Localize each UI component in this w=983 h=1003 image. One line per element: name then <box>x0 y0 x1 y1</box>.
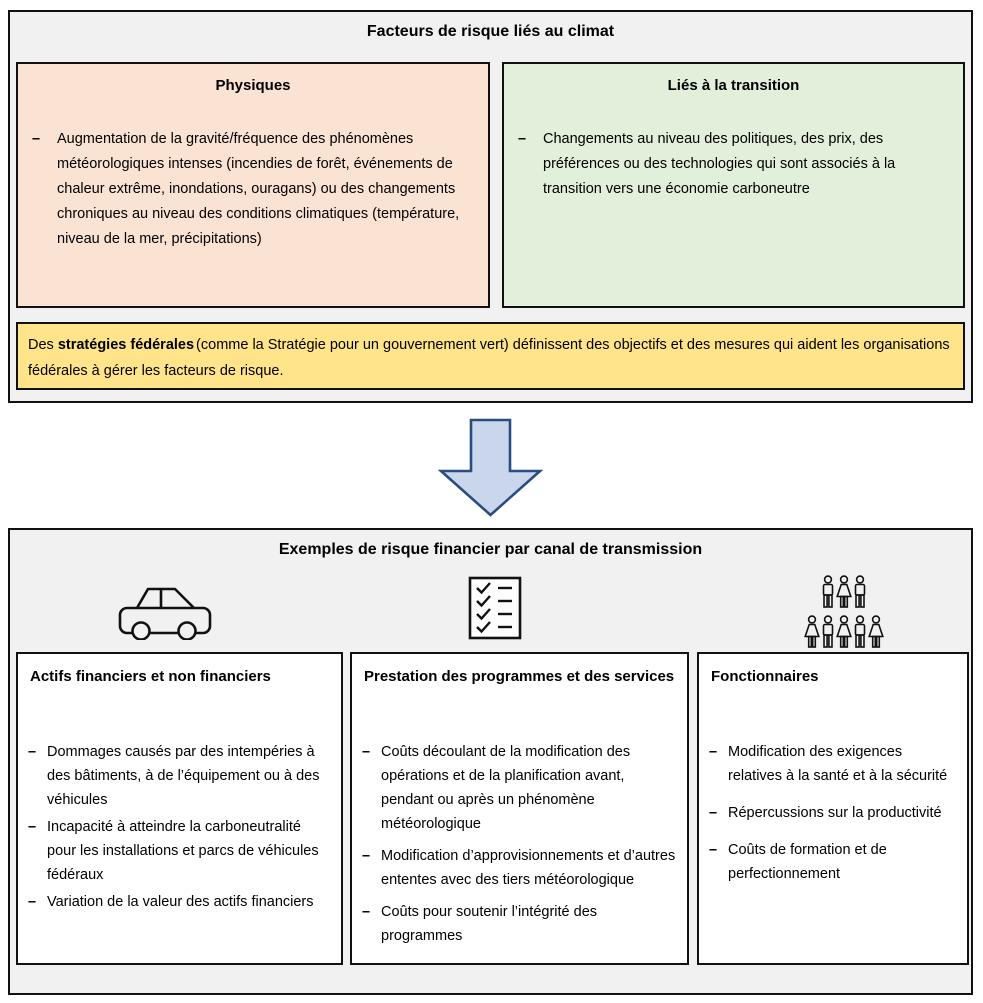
bullet-dash: – <box>518 131 527 147</box>
bullet-dash: – <box>32 131 41 147</box>
programs-column-box: Prestation des programmes et des service… <box>350 652 689 965</box>
bullet-dash: – <box>362 848 371 864</box>
assets-column-list: – Dommages causés par des intempéries à … <box>27 740 331 914</box>
top-panel-title: Facteurs de risque liés au climat <box>366 23 615 40</box>
list-item: – Augmentation de la gravité/fréquence d… <box>32 127 476 252</box>
list-item: – Incapacité à atteindre la carboneutral… <box>27 815 331 887</box>
public-servants-column-list: – Modification des exigences relatives à… <box>708 740 957 886</box>
transition-risks-box: Liés à la transition – Changements au ni… <box>502 62 965 308</box>
bullet-text: Coûts pour soutenir l’intégrité des prog… <box>381 904 598 944</box>
list-item: – Modification d’approvisionnements et d… <box>361 844 677 892</box>
physical-risks-title: Physiques <box>215 77 291 94</box>
assets-column-title: Actifs financiers et non financiers <box>30 668 271 685</box>
programs-column-title: Prestation des programmes et des service… <box>364 668 675 685</box>
strategy-note-prefix: Des <box>28 337 58 353</box>
list-item: – Coûts de formation et de perfectionnem… <box>708 838 957 886</box>
list-item: – Répercussions sur la productivité <box>708 801 957 825</box>
bullet-text: Modification des exigences relatives à l… <box>728 744 948 784</box>
bullet-text: Dommages causés par des intempéries à de… <box>47 744 320 808</box>
bullet-dash: – <box>709 842 718 858</box>
bullet-text: Variation de la valeur des actifs financ… <box>47 894 314 910</box>
bullet-dash: – <box>362 904 371 920</box>
bullet-dash: – <box>709 744 718 760</box>
bullet-text: Répercussions sur la productivité <box>728 805 942 821</box>
checklist-icon <box>468 576 522 640</box>
list-item: – Variation de la valeur des actifs fina… <box>27 890 331 914</box>
list-item: – Changements au niveau des politiques, … <box>518 127 951 202</box>
climate-risk-factors-panel: Facteurs de risque liés au climat Physiq… <box>8 10 973 403</box>
bottom-panel-title: Exemples de risque financier par canal d… <box>278 541 703 558</box>
bullet-text: Coûts découlant de la modification des o… <box>381 744 631 832</box>
strategy-note-bold: stratégies fédérales <box>57 337 195 353</box>
bullet-text: Changements au niveau des politiques, de… <box>543 131 896 197</box>
bullet-dash: – <box>28 819 37 835</box>
assets-column-box: Actifs financiers et non financiers – Do… <box>16 652 343 965</box>
financial-risk-examples-panel: Exemples de risque financier par canal d… <box>8 528 973 995</box>
bullet-text: Augmentation de la gravité/fréquence des… <box>57 131 460 247</box>
bullet-dash: – <box>28 744 37 760</box>
transition-risks-list: – Changements au niveau des politiques, … <box>504 127 963 202</box>
physical-risks-box: Physiques – Augmentation de la gravité/f… <box>16 62 490 308</box>
strategy-note-suffix: (comme la Stratégie pour un gouvernement… <box>28 337 950 379</box>
people-icon <box>802 574 886 650</box>
transition-risks-title: Liés à la transition <box>667 77 800 94</box>
down-arrow-icon <box>438 418 543 518</box>
federal-strategies-note: Des stratégies fédérales(comme la Straté… <box>16 322 965 390</box>
bullet-dash: – <box>362 744 371 760</box>
list-item: – Coûts découlant de la modification des… <box>361 740 677 836</box>
bullet-text: Coûts de formation et de perfectionnemen… <box>728 842 887 882</box>
list-item: – Modification des exigences relatives à… <box>708 740 957 788</box>
programs-column-list: – Coûts découlant de la modification des… <box>361 740 677 948</box>
bullet-dash: – <box>28 894 37 910</box>
bullet-text: Modification d’approvisionnements et d’a… <box>381 848 676 888</box>
bullet-dash: – <box>709 805 718 821</box>
public-servants-column-box: Fonctionnaires – Modification des exigen… <box>697 652 969 965</box>
public-servants-column-title: Fonctionnaires <box>711 668 819 685</box>
physical-risks-list: – Augmentation de la gravité/fréquence d… <box>18 127 488 252</box>
bullet-text: Incapacité à atteindre la carboneutralit… <box>47 819 319 883</box>
down-arrow-shape <box>438 418 543 517</box>
list-item: – Coûts pour soutenir l’intégrité des pr… <box>361 900 677 948</box>
car-icon <box>118 584 212 640</box>
list-item: – Dommages causés par des intempéries à … <box>27 740 331 812</box>
